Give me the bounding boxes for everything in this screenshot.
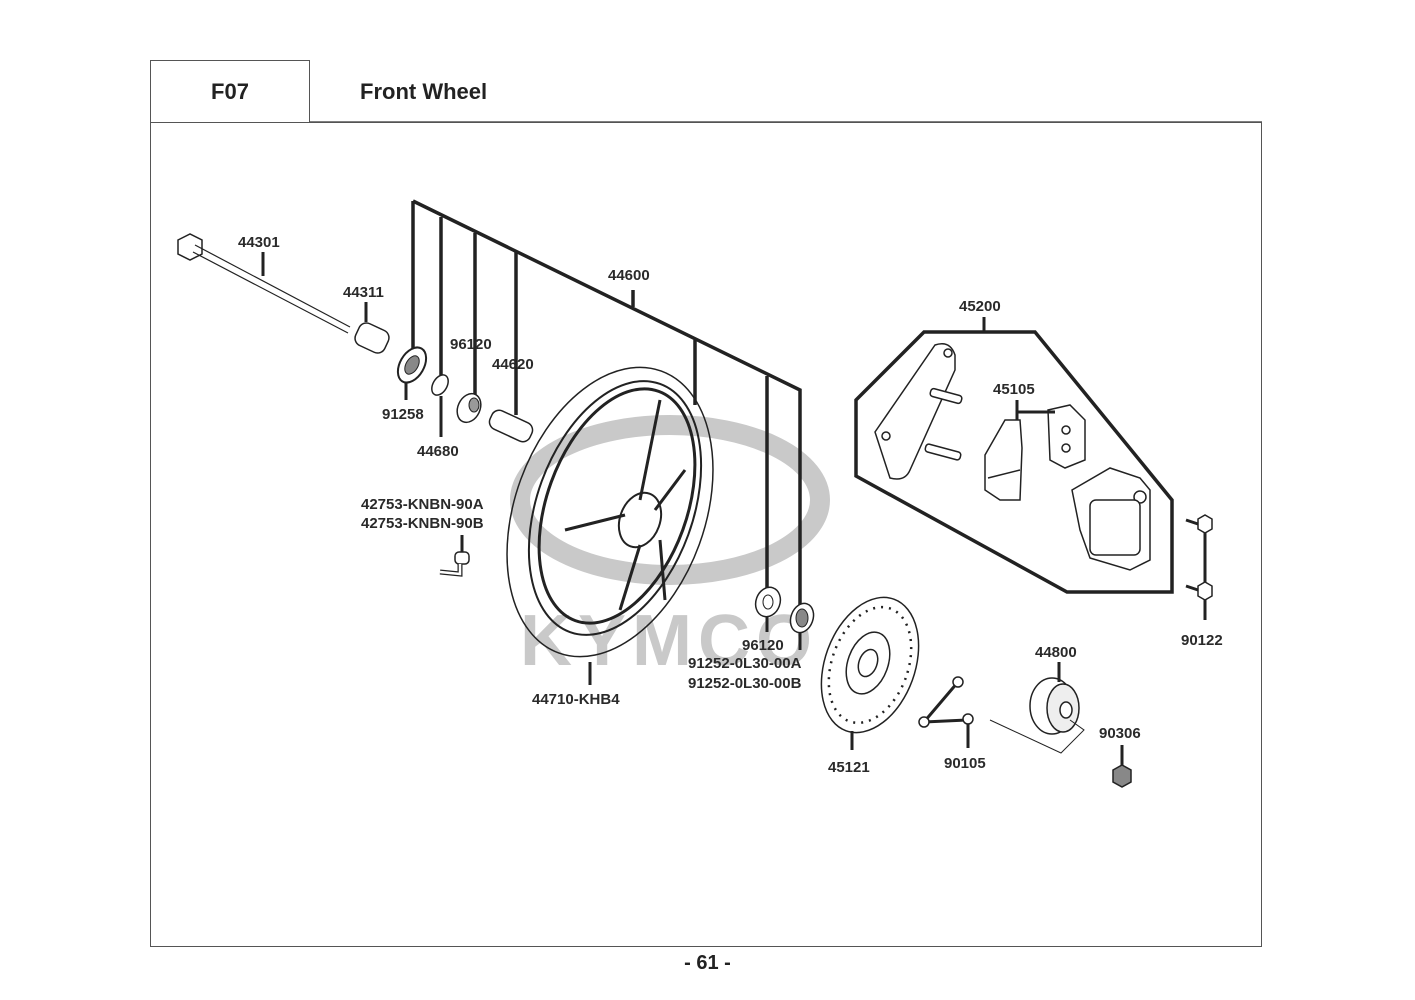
watermark-ellipse bbox=[510, 415, 830, 585]
part-label-axle-nut[interactable]: 90306 bbox=[1099, 725, 1141, 742]
part-label-tire[interactable]: 44710-KHB4 bbox=[532, 691, 620, 708]
part-label-wheel-assy[interactable]: 44600 bbox=[608, 267, 650, 284]
axle-part bbox=[177, 233, 351, 334]
part-label-brake-pads[interactable]: 45105 bbox=[993, 381, 1035, 398]
axle-nut-part bbox=[1112, 745, 1132, 788]
part-label-caliper-bolts[interactable]: 90122 bbox=[1181, 632, 1223, 649]
brake-pads-part bbox=[984, 404, 1086, 501]
part-label-bearing-right[interactable]: 96120 bbox=[742, 637, 784, 654]
caliper-body-part bbox=[1071, 467, 1151, 571]
brake-pads-leader bbox=[1015, 400, 1055, 420]
caliper-bracket-plate bbox=[874, 343, 963, 480]
page-title: Front Wheel bbox=[360, 78, 488, 104]
caliper-assy-bracket bbox=[854, 330, 1174, 594]
page-number: - 61 - bbox=[684, 952, 731, 974]
part-label-axle[interactable]: 44301 bbox=[238, 234, 280, 251]
part-label-retainer[interactable]: 44680 bbox=[417, 443, 459, 460]
speedo-gear-box-part bbox=[989, 662, 1085, 754]
part-label-caliper-assy[interactable]: 45200 bbox=[959, 298, 1001, 315]
part-label-distance-collar[interactable]: 44620 bbox=[492, 356, 534, 373]
part-label-oil-seal[interactable]: 91258 bbox=[382, 406, 424, 423]
part-label-disc-bolts[interactable]: 90105 bbox=[944, 755, 986, 772]
section-code: F07 bbox=[150, 60, 310, 123]
disc-bolts-part bbox=[918, 676, 974, 748]
distance-collar-part bbox=[488, 375, 534, 443]
part-label-seal-right-b[interactable]: 91252-0L30-00B bbox=[688, 675, 802, 692]
caliper-bolts-part bbox=[1185, 514, 1213, 620]
part-label-collar[interactable]: 44311 bbox=[343, 284, 384, 301]
wheel-part bbox=[506, 366, 714, 685]
bearing-left-part bbox=[456, 355, 482, 424]
part-label-speedo-gear-box[interactable]: 44800 bbox=[1035, 644, 1077, 661]
part-label-valve-b[interactable]: 42753-KNBN-90B bbox=[361, 515, 484, 532]
bearing-right-part bbox=[754, 586, 782, 632]
valve-part bbox=[439, 535, 470, 577]
wheel-hub-icon bbox=[617, 491, 663, 549]
oil-seal-part bbox=[396, 346, 428, 400]
collar-part bbox=[354, 302, 390, 354]
retainer-part bbox=[431, 374, 449, 437]
seal-right-part bbox=[789, 602, 815, 650]
brake-disc-part bbox=[820, 596, 920, 750]
part-label-valve-a[interactable]: 42753-KNBN-90A bbox=[361, 496, 484, 513]
part-label-brake-disc[interactable]: 45121 bbox=[828, 759, 870, 776]
part-label-seal-right-a[interactable]: 91252-0L30-00A bbox=[688, 655, 802, 672]
part-label-bearing-left[interactable]: 96120 bbox=[450, 336, 492, 353]
